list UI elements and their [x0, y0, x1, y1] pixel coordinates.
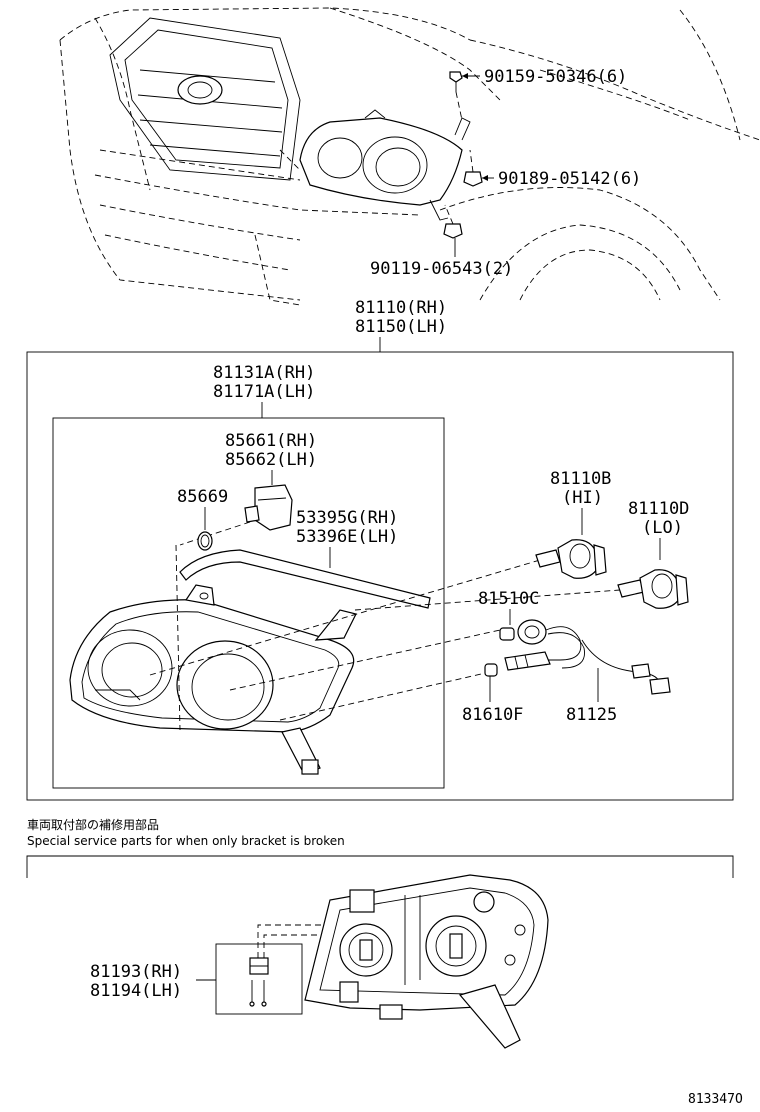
bracket-kit-box: [215, 943, 303, 1015]
headlamp-unit-illustration: [69, 544, 357, 775]
vehicle-front-outline: [59, 7, 760, 306]
part-label-screw: 90119-06543(2): [370, 259, 513, 279]
bracket-frame: [26, 855, 734, 878]
part-label-oring: 85669: [177, 487, 228, 507]
part-label-unit-lh: 81171A(LH): [213, 382, 315, 402]
lo-bulb-icon: [617, 569, 689, 609]
arrow-icon: [462, 73, 468, 79]
o-ring-icon: [197, 531, 213, 551]
part-label-garnish-lh: 53396E(LH): [296, 527, 398, 547]
note-english: Special service parts for when only brac…: [27, 834, 345, 848]
diagram-id: 813347O: [688, 1092, 743, 1107]
bolt-icon: [449, 71, 463, 121]
part-label-actuator-rh: 85661(RH): [225, 431, 317, 451]
part-label-small-bulb: 81610F: [462, 705, 523, 725]
arrow-icon: [482, 175, 488, 181]
leader-line: [279, 671, 491, 721]
leader-line: [263, 934, 360, 958]
part-label-bracket-lh: 81194(LH): [90, 981, 182, 1001]
leader-line: [354, 589, 621, 611]
part-label-bolt: 90159-50346(6): [484, 67, 627, 87]
part-label-bulb-hi-tag: (HI): [562, 488, 603, 508]
part-label-bulb-lo-tag: (LO): [642, 518, 683, 538]
part-label-unit-rh: 81131A(RH): [213, 363, 315, 383]
garnish-strip: [179, 549, 431, 609]
wire-harness-icon: [545, 626, 671, 695]
screw-icon: [443, 204, 463, 239]
assembly-frame: [26, 351, 734, 801]
part-label-assy-rh: 81110(RH): [355, 298, 447, 318]
leveling-actuator-icon: [179, 484, 293, 546]
hi-bulb-icon: [535, 539, 607, 579]
note-japanese: 車両取付部の補修用部品: [27, 817, 159, 832]
small-bulb-icon: [484, 651, 551, 677]
bracket-icon: [249, 957, 269, 1007]
leader-line: [149, 559, 541, 676]
part-label-bulb-lo: 81110D: [628, 499, 689, 519]
clip-icon: [463, 149, 483, 187]
part-label-bulb-hi: 81110B: [550, 469, 611, 489]
leader-line: [229, 629, 501, 691]
part-label-actuator-lh: 85662(LH): [225, 450, 317, 470]
part-label-bracket-rh: 81193(RH): [90, 962, 182, 982]
socket-bulb-icon: [499, 619, 547, 645]
headlamp-rear-view: [304, 874, 549, 1049]
unit-frame: [52, 417, 445, 789]
part-label-garnish-rh: 53395G(RH): [296, 508, 398, 528]
part-label-assy-lh: 81150(LH): [355, 317, 447, 337]
part-label-socket-bulb: 81510C: [478, 589, 539, 609]
part-label-clip: 90189-05142(6): [498, 169, 641, 189]
part-label-harness: 81125: [566, 705, 617, 725]
